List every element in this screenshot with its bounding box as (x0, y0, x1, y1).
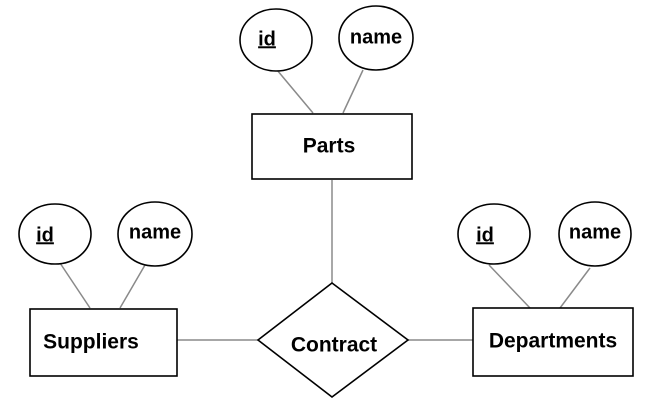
relationship-contract: Contract (256, 281, 410, 399)
attribute-suppliers-name: name (117, 201, 193, 267)
attribute-label-parts-id: id (258, 28, 276, 50)
relationship-label-contract: Contract (291, 334, 377, 357)
attribute-ellipse-suppliers-id (18, 203, 92, 265)
connectors (59, 69, 591, 341)
attribute-departments-name: name (558, 201, 632, 267)
attribute-ellipse-departments-id (457, 203, 531, 265)
entity-box-suppliers (29, 308, 178, 377)
attribute-parts-id: id (239, 8, 313, 72)
connector-parts-id (276, 69, 314, 114)
attribute-ellipse-departments-name (558, 201, 632, 267)
entity-box-departments (472, 307, 634, 377)
attribute-ellipse-parts-id (239, 8, 313, 72)
entity-label-parts: Parts (303, 135, 356, 158)
attribute-label-departments-id: id (476, 224, 494, 246)
attribute-suppliers-id: id (18, 203, 92, 265)
entity-parts: Parts (251, 113, 413, 180)
attribute-label-suppliers-name: name (129, 221, 181, 243)
attribute-label-departments-name: name (569, 221, 621, 243)
connector-suppliers-id (59, 262, 91, 309)
attribute-parts-name: name (338, 5, 414, 71)
attribute-ellipse-parts-name (338, 5, 414, 71)
connector-departments-id (488, 264, 531, 309)
entity-label-departments: Departments (489, 330, 617, 353)
entity-suppliers: Suppliers (29, 308, 178, 377)
connector-departments-name (559, 267, 591, 309)
entity-box-parts (251, 113, 413, 180)
relationship-diamond-contract (256, 281, 410, 399)
attribute-ellipse-suppliers-name (117, 201, 193, 267)
entity-label-suppliers: Suppliers (43, 331, 139, 354)
attribute-label-parts-name: name (350, 26, 402, 48)
entity-departments: Departments (472, 307, 634, 377)
connector-suppliers-name (119, 264, 146, 309)
attribute-departments-id: id (457, 203, 531, 265)
connector-parts-name (342, 69, 364, 114)
attribute-label-suppliers-id: id (36, 224, 54, 246)
